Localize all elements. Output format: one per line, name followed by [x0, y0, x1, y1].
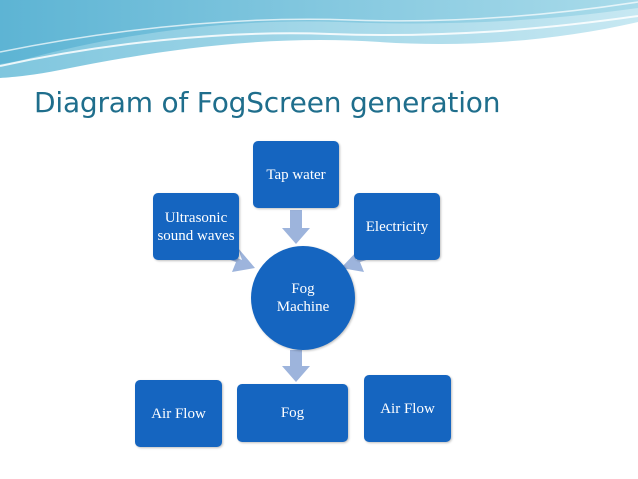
node-fog: Fog: [237, 384, 348, 442]
node-ultrasonic: Ultrasonic sound waves: [153, 193, 239, 260]
header-wave-decoration: [0, 0, 638, 78]
arrow-tap-water-to-fog-machine: [282, 210, 310, 244]
node-tap-water: Tap water: [253, 141, 339, 208]
arrow-fog-machine-to-fog: [282, 350, 310, 382]
node-air-flow-left: Air Flow: [135, 380, 222, 447]
node-air-flow-right: Air Flow: [364, 375, 451, 442]
node-electricity: Electricity: [354, 193, 440, 260]
node-fog-machine-label: Fog Machine: [276, 281, 330, 315]
node-fog-machine: Fog Machine: [251, 246, 355, 350]
arrow-ultrasonic-to-fog-machine: [222, 248, 255, 272]
arrow-electricity-to-fog-machine: [341, 248, 376, 272]
slide-title: Diagram of FogScreen generation: [34, 86, 501, 119]
